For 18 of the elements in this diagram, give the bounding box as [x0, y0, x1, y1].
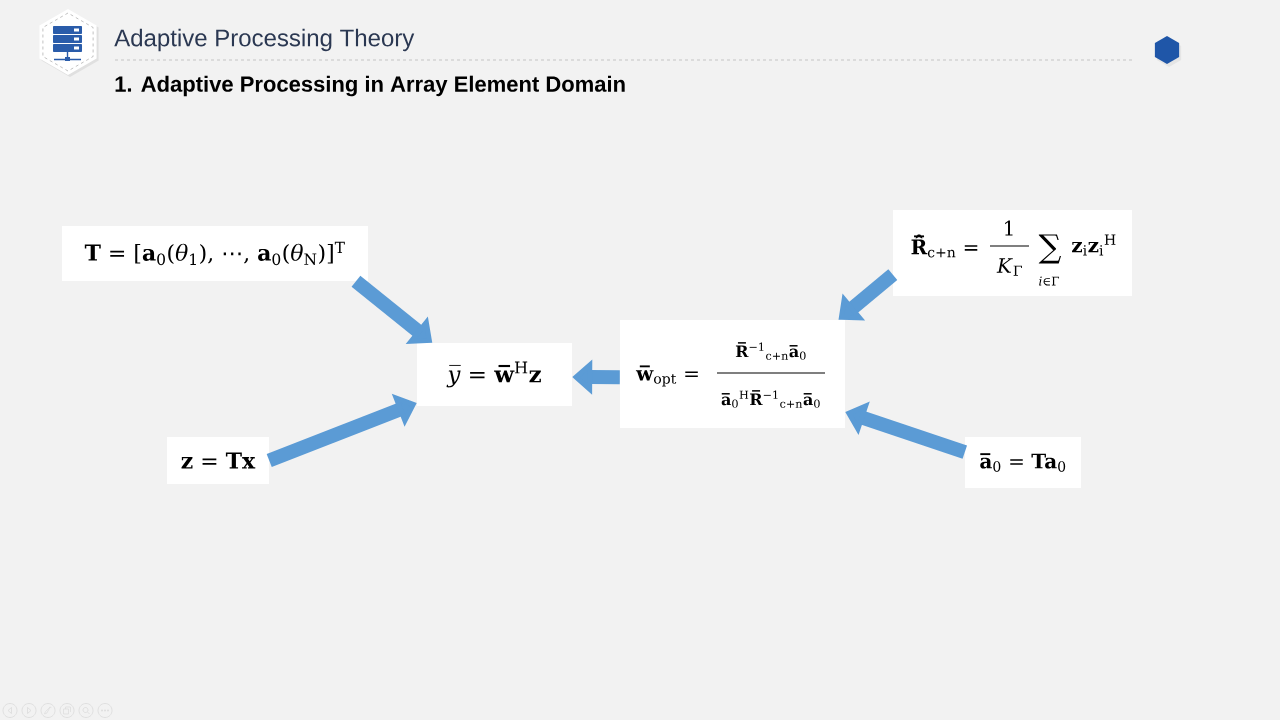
formula-box [620, 320, 845, 428]
block-arrow [838, 269, 898, 321]
summation-sign: ∑ [1038, 234, 1061, 264]
section-heading: 1. Adaptive Processing in Array Element Domain [115, 75, 625, 97]
fraction-denominator: K$_{Γ}$ [996, 258, 1022, 276]
formula-box: z = Tx [167, 437, 269, 484]
formula-box: y̅ = w̅$^{H}$z [417, 343, 572, 406]
fraction-numerator: R̅$^{−1}$$_{c+n}$a̅$_{0}$ [735, 342, 806, 360]
fraction-denominator: a̅$_{0}$$^{H}$R̅$^{−1}$$_{c+n}$a̅$_{0}$ [721, 390, 820, 408]
fraction-numerator: 1 [1005, 220, 1013, 236]
formula-term: w̅$_{opt}$ = [635, 365, 698, 387]
formula-box: T = [a$_{0}$(θ$_{1}$), ⋯, a$_{0}$(θ$_{N}$)]$^{T}$ [62, 226, 368, 281]
formula-box: a̅$_{0}$ = Ta$_{0}$ [965, 437, 1081, 488]
slide-title: Adaptive Processing Theory [114, 28, 415, 52]
formula-term: R̅̂$_{c+n}$ = [911, 234, 978, 258]
formula-term: z$_{i}$z$_{i}$H [1072, 234, 1116, 256]
summation-index: i∈Γ [1039, 276, 1059, 286]
formula-box [893, 210, 1132, 296]
